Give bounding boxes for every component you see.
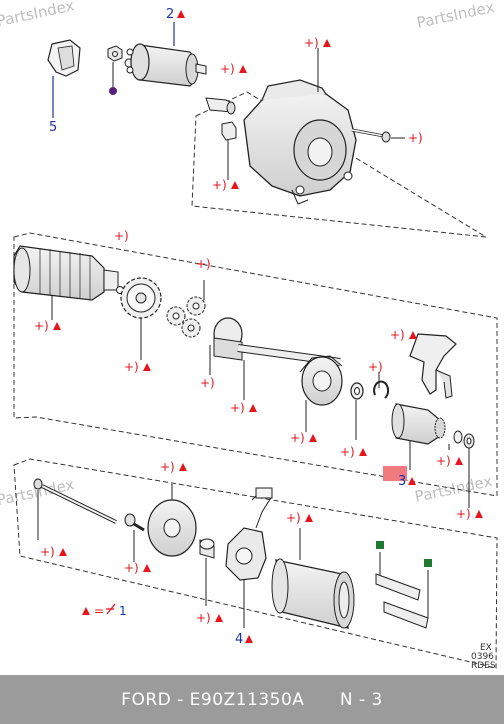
watermark-top-left: PartsIndex	[0, 0, 76, 30]
plus-label: +)	[212, 178, 227, 192]
drive-end-housing-part	[243, 48, 357, 205]
callout-2: 2	[166, 7, 174, 22]
bracket-part	[47, 39, 81, 118]
armature-part	[13, 245, 124, 320]
magnet-strips-part	[375, 552, 429, 629]
ring-gear-part	[120, 277, 162, 360]
triangle-marker-icon	[305, 514, 313, 522]
middle-plus-labels: +) +) +) +) +) +) +) +) +) +) +) +)	[34, 229, 471, 521]
triangle-marker-icon	[231, 181, 239, 189]
plus-label: +)	[304, 36, 319, 50]
frame-middle	[13, 232, 498, 497]
bottom-triangles	[59, 463, 313, 622]
group-frames	[13, 91, 498, 669]
plus-label: +)	[340, 445, 355, 459]
plus-label: +)	[230, 401, 245, 415]
triangle-marker-icon	[82, 607, 90, 615]
plus-label: +)	[114, 229, 129, 243]
legend-value: 1	[119, 604, 127, 618]
intermediate-housing-part	[299, 355, 343, 432]
middle-triangles	[53, 322, 483, 518]
corner-code-line1: EX	[480, 643, 492, 653]
plus-label: +)	[220, 62, 235, 76]
bottom-plus-labels: +) +) +) +) +)	[40, 460, 301, 625]
footer-bar: FORD - E90Z11350A N - 3	[0, 675, 504, 724]
fork-lever-part	[409, 333, 457, 399]
end-plate-part	[147, 484, 197, 557]
plus-label: +)	[124, 360, 139, 374]
small-nut-part	[107, 45, 134, 95]
callout-5: 5	[49, 120, 57, 135]
planet-gears-part	[166, 280, 206, 338]
plunger-bush-part	[205, 97, 237, 180]
top-plus-labels: +) +) +) +)	[212, 36, 423, 192]
plus-label: +)	[456, 507, 471, 521]
corner-code: EX 0396 RDES	[471, 643, 496, 671]
screw-part	[124, 513, 145, 562]
plus-label: +)	[34, 319, 49, 333]
triangle-marker-icon	[249, 404, 257, 412]
purple-dot-marker-icon	[109, 87, 117, 95]
triangle-marker-icon	[143, 564, 151, 572]
triangle-marker-icon	[245, 635, 253, 643]
plus-label: +)	[200, 376, 215, 390]
washers-clips-part	[350, 372, 390, 440]
legend-equals: =	[94, 604, 104, 618]
drive-pinion-part	[391, 403, 446, 470]
triangle-marker-icon	[408, 477, 416, 485]
triangle-marker-icon	[359, 448, 367, 456]
diagram-svg: PartsIndex PartsIndex PartsIndex PartsIn…	[0, 0, 498, 671]
top-triangles	[231, 39, 331, 189]
end-washers-part	[448, 430, 475, 508]
bushing-part	[199, 538, 215, 606]
triangle-marker-icon	[475, 510, 483, 518]
triangle-marker-icon	[239, 65, 247, 73]
brush-holder-part	[225, 487, 273, 628]
triangle-marker-icon	[215, 614, 223, 622]
long-through-bolt-part	[33, 478, 117, 540]
plus-label: +)	[286, 511, 301, 525]
triangle-marker-icon	[53, 322, 61, 330]
plus-label: +)	[124, 561, 139, 575]
triangle-marker-icon	[455, 457, 463, 465]
legend: = 1	[82, 603, 127, 618]
triangle-marker-icon	[143, 363, 151, 371]
triangle-marker-icon	[309, 434, 317, 442]
plus-label: +)	[368, 360, 383, 374]
plus-label: +)	[436, 454, 451, 468]
triangle-marker-icon	[323, 39, 331, 47]
highlight-marker	[383, 466, 407, 481]
footer-page-label: N - 3	[339, 689, 383, 710]
watermark-top-right: PartsIndex	[415, 0, 496, 32]
triangle-marker-icon	[179, 463, 187, 471]
triangle-marker-icon	[177, 10, 185, 18]
plus-label: +)	[196, 611, 211, 625]
plus-label: +)	[160, 460, 175, 474]
plus-label: +)	[290, 431, 305, 445]
corner-code-line2: 0396	[471, 652, 494, 662]
plus-label: +)	[40, 545, 55, 559]
plus-label: +)	[196, 257, 211, 271]
top-bolt-part	[351, 128, 405, 143]
callout-3: 3	[398, 474, 406, 489]
green-square-marker-icon	[424, 559, 432, 567]
triangle-marker-icon	[59, 548, 67, 556]
footer-part-label: FORD - E90Z11350A	[121, 689, 305, 710]
frame-bottom	[13, 458, 498, 669]
yoke-housing-part	[271, 528, 355, 629]
corner-code-line3: RDES	[471, 661, 496, 671]
callout-4: 4	[235, 632, 243, 647]
triangle-marker-icon	[409, 331, 417, 339]
plus-label: +)	[408, 131, 423, 145]
plus-label: +)	[390, 328, 405, 342]
green-square-marker-icon	[376, 541, 384, 549]
solenoid-part	[126, 22, 207, 87]
